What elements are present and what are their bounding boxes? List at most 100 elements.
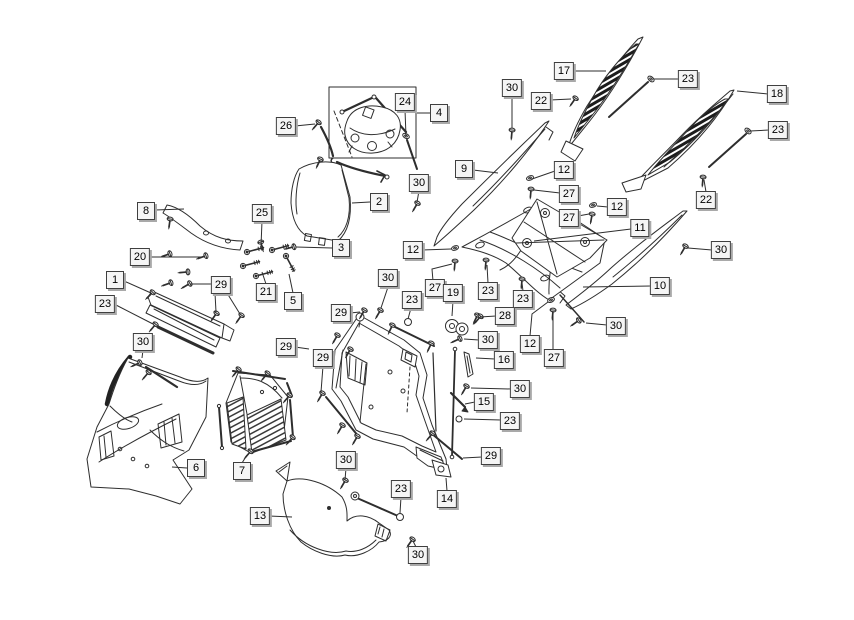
callout-5: 5 [284, 292, 302, 310]
legshield-rods-screws [314, 306, 462, 459]
callout-19: 19 [442, 284, 464, 302]
callout-23: 23 [390, 480, 412, 498]
part-1-headlight-bracket [142, 267, 246, 353]
leader-line-24 [404, 109, 407, 137]
leader-line-23 [463, 418, 502, 421]
leader-line-26 [294, 123, 316, 127]
callout-16: 16 [493, 351, 515, 369]
callout-30: 30 [408, 174, 430, 192]
callout-6: 6 [187, 459, 205, 477]
callout-13: 13 [249, 507, 271, 525]
part-9-sill [434, 121, 553, 246]
callout-18: 18 [766, 85, 788, 103]
callout-12: 12 [402, 241, 424, 259]
leader-line-11 [533, 228, 632, 242]
leader-line-23 [113, 303, 154, 325]
leader-line-22 [703, 179, 707, 193]
leader-line-21 [261, 271, 267, 285]
callout-23: 23 [677, 70, 699, 88]
callout-14: 14 [436, 490, 458, 508]
leader-line-23 [486, 264, 489, 284]
callout-15: 15 [473, 393, 495, 411]
leader-line-23 [399, 496, 402, 514]
callout-30: 30 [407, 546, 429, 564]
leader-line-22 [549, 98, 572, 101]
leader-line-12 [421, 248, 452, 251]
callout-28: 28 [494, 307, 516, 325]
callout-23: 23 [512, 290, 534, 308]
leader-line-8 [154, 208, 185, 211]
leader-line-30 [141, 349, 144, 359]
callout-30: 30 [605, 317, 627, 335]
callout-23: 23 [477, 282, 499, 300]
leader-line-27 [533, 189, 561, 194]
callout-29: 29 [480, 447, 502, 465]
part-7-grille [217, 365, 298, 462]
leader-line-30 [470, 387, 512, 390]
leader-line-12 [531, 170, 556, 180]
callout-23: 23 [401, 291, 423, 309]
callout-29: 29 [210, 276, 232, 294]
leader-line-27 [577, 213, 590, 217]
callout-30: 30 [477, 331, 499, 349]
leader-line-10 [582, 285, 652, 288]
callout-29: 29 [275, 338, 297, 356]
callout-27: 27 [424, 279, 446, 297]
leader-line-3 [295, 246, 333, 249]
callout-30: 30 [501, 79, 523, 97]
callout-30: 30 [710, 241, 732, 259]
callout-10: 10 [649, 277, 671, 295]
leader-line-30 [416, 190, 420, 203]
leader-line-12 [596, 205, 609, 208]
callout-26: 26 [275, 117, 297, 135]
callout-30: 30 [377, 269, 399, 287]
leader-line-23 [521, 282, 524, 292]
leader-line-30 [585, 322, 608, 326]
callout-27: 27 [558, 185, 580, 203]
callout-25: 25 [251, 204, 273, 222]
leader-line-18 [736, 90, 769, 95]
part-8-bracket [163, 205, 243, 250]
callout-3: 3 [332, 239, 350, 257]
callout-20: 20 [129, 248, 151, 266]
leader-line-12 [529, 301, 549, 337]
callout-12: 12 [519, 335, 541, 353]
leader-line-9 [472, 169, 499, 174]
leader-line-1 [123, 280, 152, 294]
leader-line-28 [479, 315, 497, 318]
callout-30: 30 [335, 451, 357, 469]
callout-23: 23 [94, 295, 116, 313]
leader-line-29 [226, 292, 241, 315]
callout-22: 22 [530, 92, 552, 110]
callout-7: 7 [233, 462, 251, 480]
leader-line-23 [407, 307, 412, 320]
callout-23: 23 [767, 121, 789, 139]
callout-9: 9 [455, 160, 473, 178]
callout-2: 2 [370, 193, 388, 211]
leader-line-27 [431, 263, 453, 282]
leader-line-30 [463, 338, 480, 341]
leader-line-30 [380, 286, 389, 309]
part-13-belly-panel [276, 462, 417, 556]
leader-line-19 [451, 300, 454, 317]
leader-line-30 [344, 467, 347, 481]
leader-line-15 [464, 401, 476, 405]
part-17-pillar-panel [561, 37, 656, 161]
callout-24: 24 [394, 93, 416, 111]
leader-line-29 [349, 311, 361, 314]
leader-line-13 [268, 515, 293, 518]
callout-12: 12 [553, 161, 575, 179]
callout-29: 29 [312, 349, 334, 367]
leader-line-6 [171, 466, 188, 469]
callout-22: 22 [695, 191, 717, 209]
callout-12: 12 [606, 198, 628, 216]
callout-17: 17 [553, 62, 575, 80]
part-18-pillar-panel [622, 90, 753, 192]
callout-21: 21 [255, 283, 277, 301]
leader-line-25 [260, 220, 263, 247]
leader-line-23 [749, 129, 770, 132]
callout-27: 27 [543, 349, 565, 367]
callout-30: 30 [132, 333, 154, 351]
